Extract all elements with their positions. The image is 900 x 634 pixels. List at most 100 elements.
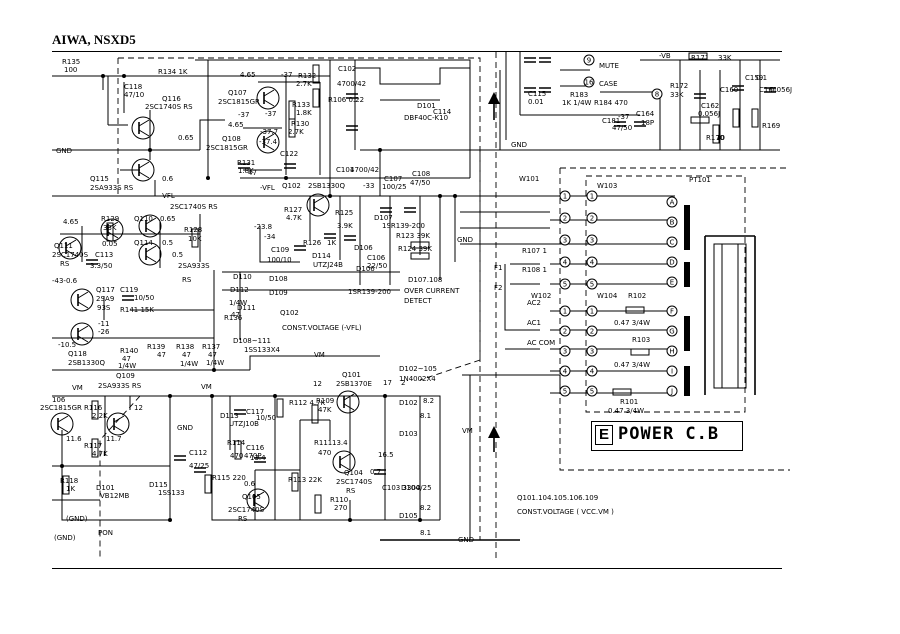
label-d113-type: UTZJ10B bbox=[229, 420, 259, 428]
connector-pin: 3 bbox=[559, 234, 571, 246]
label-c159-val: 0.1 bbox=[756, 74, 767, 82]
label-q109: Q109 bbox=[116, 372, 135, 380]
label-c112: C112 bbox=[189, 449, 207, 457]
label-d106-b: D106 bbox=[356, 265, 375, 273]
label-rs-a: RS bbox=[182, 276, 192, 284]
capacitor-symbol bbox=[174, 455, 186, 461]
label-v-116: 11.6 bbox=[66, 435, 82, 443]
resistor-symbol bbox=[312, 88, 320, 108]
label-d111: D111 bbox=[237, 304, 256, 312]
label-q117: Q117 bbox=[96, 286, 115, 294]
capacitor-symbol bbox=[694, 93, 706, 99]
label-pon: PON bbox=[98, 529, 113, 537]
label-q117-type: 2SA9 bbox=[96, 295, 114, 303]
transformer-pin-label: J bbox=[670, 388, 673, 396]
label-r138: R138 bbox=[176, 343, 194, 351]
label-q107-type: 2SC1815GR bbox=[218, 98, 260, 106]
resistor-symbol bbox=[612, 388, 632, 396]
label-r106: R106 0.22 bbox=[328, 96, 364, 104]
capacitor-symbol bbox=[764, 87, 776, 93]
transformer-pin: A bbox=[666, 196, 678, 208]
label-w103: W103 bbox=[597, 182, 617, 190]
label-r102-val: 0.47 3/4W bbox=[614, 319, 650, 327]
transformer-pin-label: A bbox=[670, 199, 675, 207]
label-vb: -VB bbox=[659, 52, 671, 60]
capacitor-symbol bbox=[634, 121, 646, 127]
label-d114: D114 bbox=[312, 252, 331, 260]
label-r170-val: 10 bbox=[716, 134, 725, 142]
label-q111-rs: RS bbox=[60, 260, 70, 268]
label-d108: D108 bbox=[269, 275, 288, 283]
label-c106: C106 bbox=[367, 254, 386, 262]
label-c181: C181 bbox=[602, 117, 620, 125]
label-c102: C102 bbox=[338, 65, 356, 73]
board-letter: E bbox=[595, 425, 613, 445]
label-d101-zener: D101 bbox=[96, 484, 115, 492]
label-q108-type: 2SC1815GR bbox=[206, 144, 248, 152]
label-gnd-d: (GND) bbox=[54, 534, 76, 542]
junction-dot bbox=[168, 518, 172, 522]
transformer-pin-label: G bbox=[669, 328, 674, 336]
label-q105-rs: RS bbox=[238, 515, 248, 523]
connector-pin: 5 bbox=[586, 278, 598, 290]
label-c109-val: 100/10 bbox=[267, 256, 292, 264]
label-r110: R110 bbox=[330, 496, 348, 504]
label-d115-type: 1SS133 bbox=[158, 489, 185, 497]
junction-dot bbox=[418, 518, 422, 522]
capacitor-symbol bbox=[194, 467, 206, 473]
label-w102: W102 bbox=[531, 292, 551, 300]
label-d102: D102 bbox=[399, 399, 418, 407]
transistor-symbol bbox=[306, 193, 330, 217]
label-q113-type: 2SA933S bbox=[178, 262, 210, 270]
label-q118: Q118 bbox=[68, 350, 87, 358]
label-q107: Q107 bbox=[228, 89, 247, 97]
label-q108: Q108 bbox=[222, 135, 241, 143]
label-q114: Q114 bbox=[134, 239, 153, 247]
connector-pin-label: 2 bbox=[563, 328, 567, 336]
label-r131-val: 1.8K bbox=[238, 167, 254, 175]
label-vm-b: VM bbox=[72, 384, 83, 392]
junction-dot bbox=[168, 394, 172, 398]
label-v-34: -34 bbox=[264, 233, 276, 241]
label-r127: R127 bbox=[284, 206, 302, 214]
label-r132-val: 2.7K bbox=[296, 80, 312, 88]
label-d101-ztype: VB12MB bbox=[100, 492, 130, 500]
label-c119: C119 bbox=[120, 286, 138, 294]
label-d105: D105 bbox=[399, 512, 418, 520]
connector-pin-label: 1 bbox=[590, 193, 594, 201]
label-v-47: 47 bbox=[248, 169, 257, 177]
label-v-12b: 12 bbox=[313, 380, 322, 388]
junction-dot bbox=[148, 148, 152, 152]
label-c119-val: 10/50 bbox=[134, 294, 154, 302]
label-v-2: 2 bbox=[401, 379, 405, 387]
wiring bbox=[52, 52, 780, 541]
label-d102-105: D102~105 bbox=[399, 365, 437, 373]
label-r136-w: 1/4W bbox=[229, 299, 247, 307]
label-r141: R141 15K bbox=[120, 306, 154, 314]
connector-pin: 1 bbox=[559, 190, 571, 202]
label-v-43: -43-0.6 bbox=[52, 277, 78, 285]
capacitor-symbol bbox=[539, 87, 551, 93]
label-over-current: OVER CURRENT bbox=[404, 287, 460, 295]
label-r116-val: 2.2K bbox=[92, 412, 108, 420]
connector-pin-label: 1 bbox=[563, 308, 567, 316]
label-r111: R111 bbox=[314, 439, 332, 447]
capacitor-symbol bbox=[404, 207, 416, 213]
label-c113-val: 3.3/50 bbox=[90, 262, 112, 270]
capacitor-symbol bbox=[344, 235, 356, 241]
label-r170: R170 bbox=[706, 134, 724, 142]
resistor-symbol bbox=[276, 398, 284, 418]
transformer-pin: D bbox=[666, 256, 678, 268]
resistor-symbol bbox=[312, 64, 320, 84]
label-v-465b: 4.65 bbox=[228, 121, 244, 129]
junction-dot bbox=[210, 394, 214, 398]
label-r117: R117 bbox=[84, 442, 102, 450]
label-d106: D106 bbox=[354, 244, 373, 252]
label-c108-val: 47/50 bbox=[410, 179, 430, 187]
label-c101-val: 4700/42 bbox=[350, 166, 379, 174]
junction-dot bbox=[101, 74, 105, 78]
transistor-symbol bbox=[246, 488, 270, 512]
label-d108-type: 1SS133X4 bbox=[244, 346, 280, 354]
